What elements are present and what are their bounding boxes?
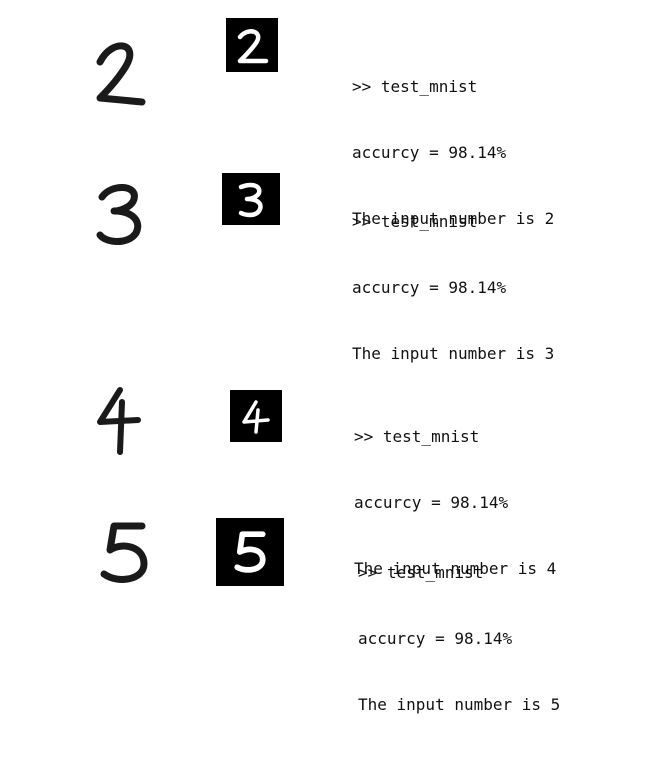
console-output-5: >> test_mnist accurcy = 98.14% The input… [358,518,560,760]
mnist-digit-2-image [226,18,278,72]
accuracy-text: accurcy = 98.14% [354,493,509,512]
handwritten-digit-3-image [92,173,172,253]
console-output-2: >> test_mnist accurcy = 98.14% The input… [352,32,554,274]
accuracy-text: accurcy = 98.14% [352,278,507,297]
console-prompt: >> test_mnist [354,427,480,446]
accuracy-text: accurcy = 98.14% [358,629,513,648]
result-row-3: >> test_mnist accurcy = 98.14% The input… [0,145,657,363]
handwritten-digit-4-image [92,382,172,462]
console-output-3: >> test_mnist accurcy = 98.14% The input… [352,167,554,409]
result-text: The input number is 2 [352,209,555,228]
console-prompt: >> test_mnist [352,212,478,231]
console-prompt: >> test_mnist [358,563,484,582]
handwritten-digit-5-image [92,512,172,592]
mnist-digit-3-image [222,173,280,225]
console-prompt: >> test_mnist [352,77,478,96]
result-row-4: >> test_mnist accurcy = 98.14% The input… [0,360,657,578]
mnist-digit-4-image [230,390,282,442]
accuracy-text: accurcy = 98.14% [352,143,507,162]
result-text: The input number is 5 [358,695,561,714]
result-row-5: >> test_mnist accurcy = 98.14% The input… [0,500,657,714]
mnist-digit-5-image [216,518,284,586]
handwritten-digit-2-image [90,32,170,112]
console-output-4: >> test_mnist accurcy = 98.14% The input… [354,382,556,624]
result-text: The input number is 3 [352,344,555,363]
result-text: The input number is 4 [354,559,557,578]
result-row-2: >> test_mnist accurcy = 98.14% The input… [0,10,657,228]
